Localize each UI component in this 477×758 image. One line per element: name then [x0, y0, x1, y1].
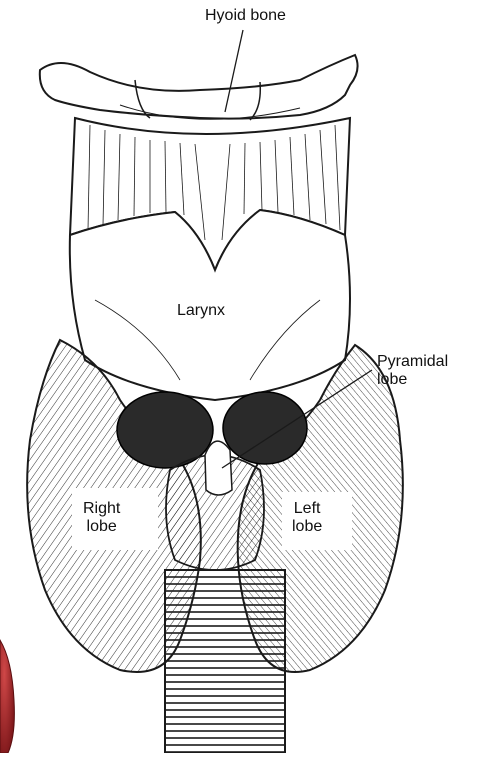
muscle-right — [223, 392, 307, 464]
label-right-line1: Right — [83, 500, 120, 518]
label-right-line2: lobe — [87, 518, 117, 536]
label-hyoid-bone: Hyoid bone — [205, 7, 286, 25]
trachea-drawing — [165, 570, 285, 753]
red-tissue-corner — [0, 640, 14, 753]
label-larynx: Larynx — [175, 302, 227, 320]
label-left-lobe: Left lobe — [292, 500, 322, 536]
label-right-lobe: Right lobe — [83, 500, 120, 536]
hyoid-bone-drawing — [40, 55, 358, 120]
label-left-line2: lobe — [292, 518, 322, 536]
larynx-drawing — [70, 118, 350, 400]
label-left-line1: Left — [294, 500, 321, 518]
label-pyramidal-lobe: Pyramidal lobe — [377, 353, 448, 389]
label-pyramidal-line1: Pyramidal — [377, 353, 448, 371]
label-pyramidal-line2: lobe — [377, 371, 407, 389]
